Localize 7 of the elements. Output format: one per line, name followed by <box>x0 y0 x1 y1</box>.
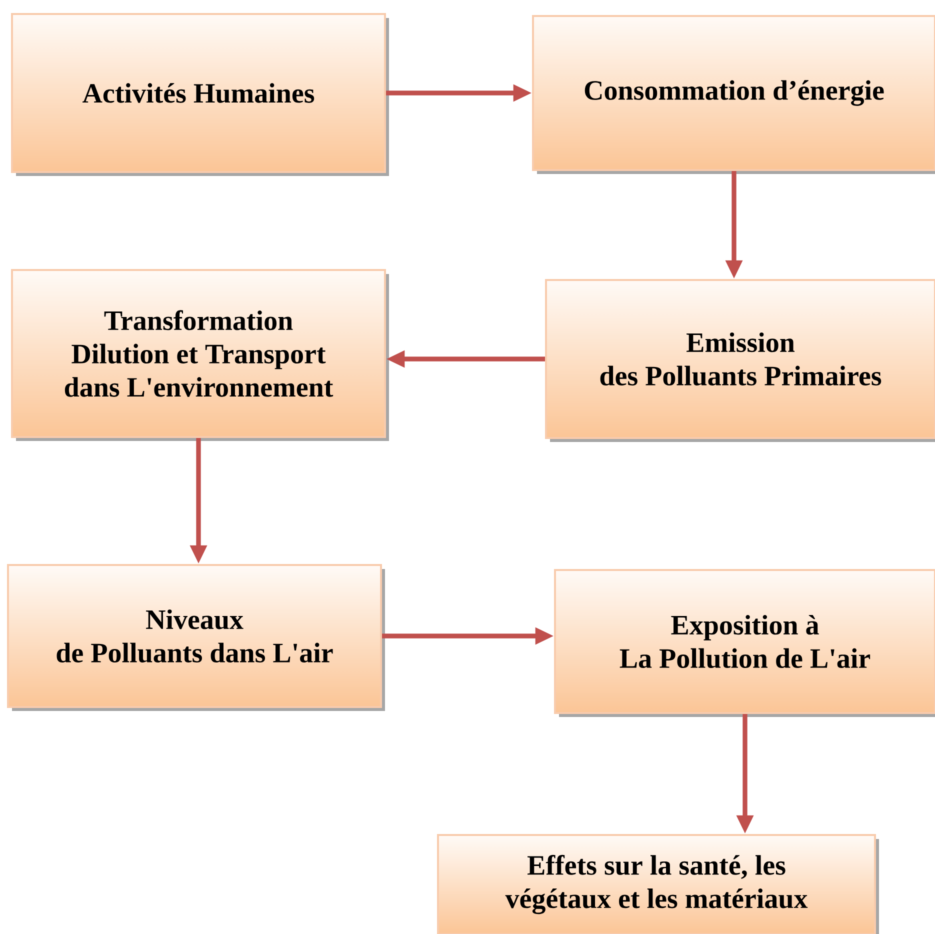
process-box: Consommation d’énergie <box>532 15 935 174</box>
process-box: Effets sur la santé, les végétaux et les matériaux <box>437 834 879 934</box>
process-box: Transformation Dilution et Transport dans L'environnement <box>11 269 389 441</box>
process-box: Exposition à La Pollution de L'air <box>554 569 935 717</box>
process-box: Niveaux de Polluants dans L'air <box>7 564 385 711</box>
process-box: Emission des Polluants Primaires <box>545 279 935 442</box>
process-box: Activités Humaines <box>11 13 389 176</box>
